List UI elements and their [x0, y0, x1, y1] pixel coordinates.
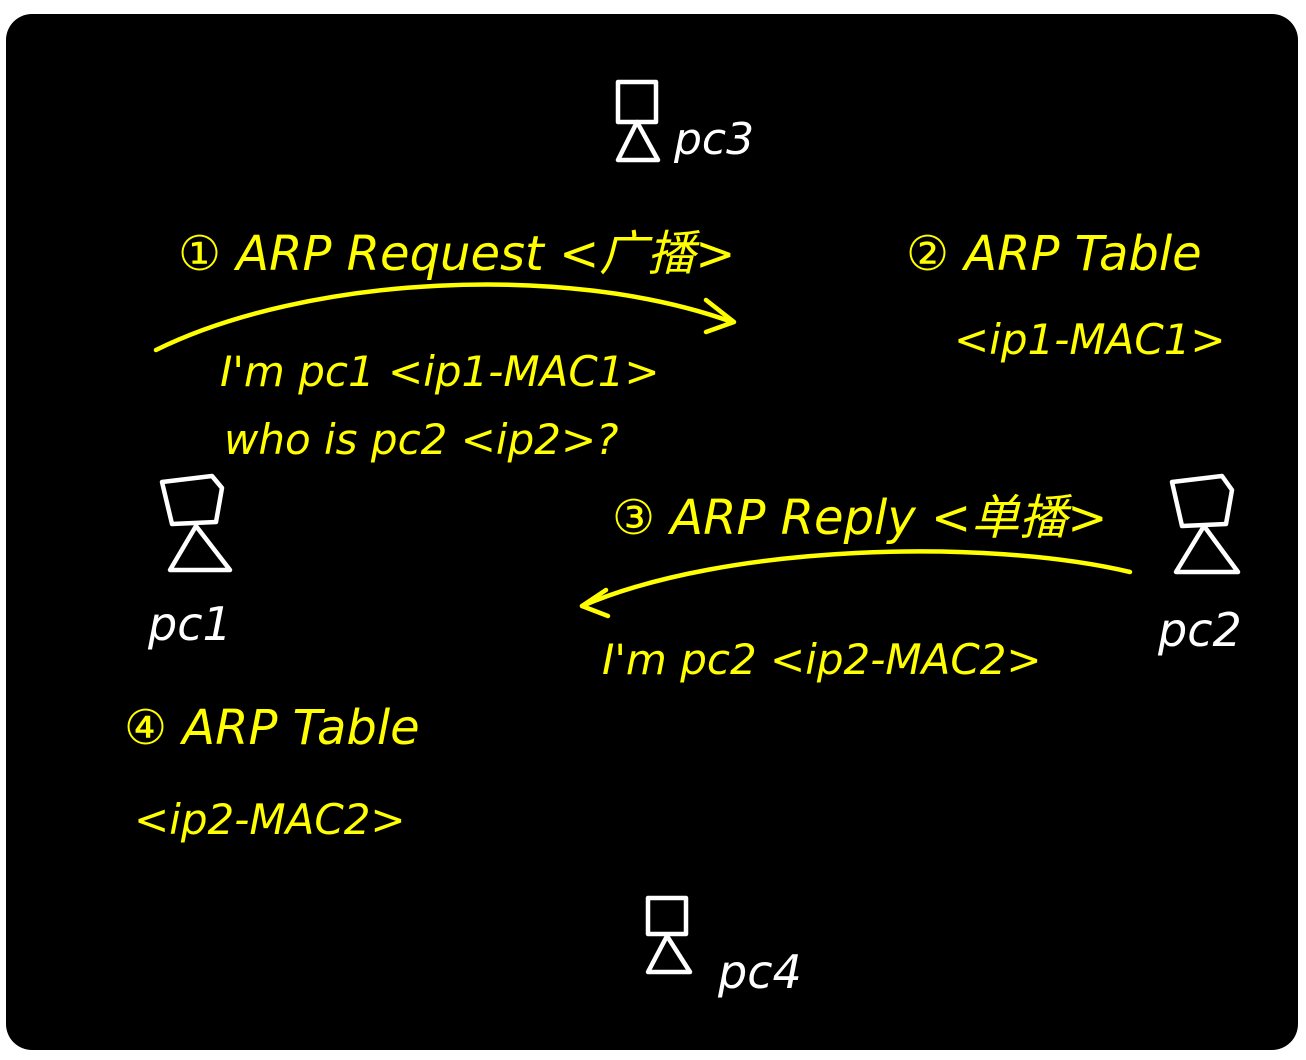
step1-title: ① ARP Request <广播> — [178, 226, 736, 282]
step1-line2: who is pc2 <ip2>? — [224, 415, 618, 464]
pc1-node: pc1 — [147, 473, 233, 651]
step3-arp-reply: ③ ARP Reply <单播> I'm pc2 <ip2-MAC2> — [579, 490, 1133, 684]
diagram-canvas: pc3 pc1 pc2 pc4 — [6, 14, 1298, 1050]
pc2-computer-icon — [1169, 473, 1241, 575]
pc1-label: pc1 — [147, 597, 232, 651]
pc3-computer-icon — [615, 79, 661, 163]
pc2-node: pc2 — [1157, 473, 1242, 657]
step4-arp-table: ④ ARP Table <ip2-MAC2> — [124, 700, 420, 844]
pc3-node: pc3 — [615, 79, 754, 165]
pc2-label: pc2 — [1157, 603, 1242, 657]
pc4-node: pc4 — [645, 895, 802, 999]
step1-arp-request: ① ARP Request <广播> I'm pc1 <ip1-MAC1> wh… — [153, 226, 737, 464]
step2-title: ② ARP Table — [906, 226, 1202, 282]
step3-line1: I'm pc2 <ip2-MAC2> — [602, 635, 1042, 684]
pc4-computer-icon — [645, 895, 693, 975]
arp-diagram: pc3 pc1 pc2 pc4 — [124, 79, 1242, 999]
pc4-label: pc4 — [717, 945, 802, 999]
step3-title: ③ ARP Reply <单播> — [612, 490, 1107, 546]
pc1-computer-icon — [159, 473, 233, 573]
reply-arrow — [579, 549, 1133, 619]
step1-line1: I'm pc1 <ip1-MAC1> — [220, 347, 660, 396]
request-arrow — [153, 282, 737, 353]
step2-entry: <ip1-MAC1> — [954, 315, 1226, 364]
step2-arp-table: ② ARP Table <ip1-MAC1> — [906, 226, 1226, 364]
pc3-label: pc3 — [673, 114, 754, 165]
step4-title: ④ ARP Table — [124, 700, 420, 756]
step4-entry: <ip2-MAC2> — [134, 795, 406, 844]
